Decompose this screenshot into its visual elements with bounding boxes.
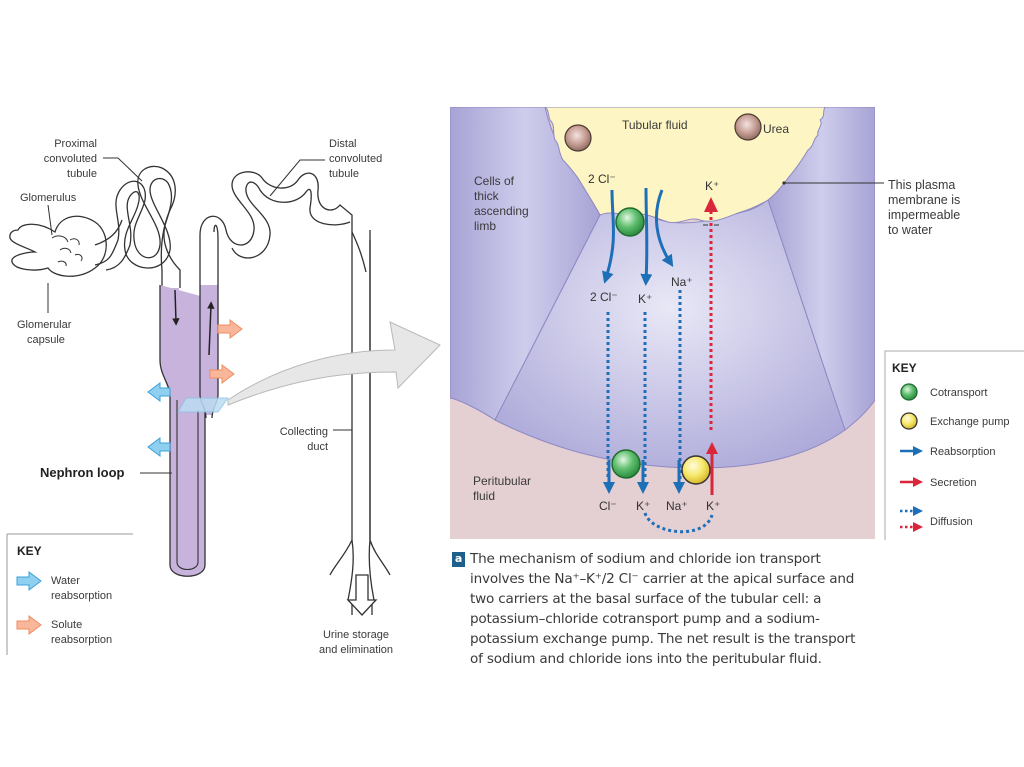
ion-cell-na: Na⁺ [671,275,693,289]
right-key-diffusion: Diffusion [930,516,973,528]
membrane-note: This plasma membrane is impermeable to w… [782,178,960,237]
urea-particle [564,124,592,152]
apical-transport [602,187,674,286]
water-key-icon [16,571,42,591]
label-peritubular-2: fluid [473,489,495,503]
label-collecting-2: duct [307,441,328,453]
caption-badge: a [452,552,465,567]
transport-panel: 2 Cl⁻ K⁺ 2 Cl⁻ K⁺ Na⁺ Cl⁻ K⁺ Na⁺ K⁺ Tubu… [450,107,875,539]
solute-reabsorption-arrows [209,319,243,384]
label-collecting-1: Collecting [280,426,328,438]
cotransport-key-icon [900,383,918,401]
membrane-note-2: membrane is [888,193,960,207]
caption-line-4: potassium–chloride cotransport pump and … [470,611,820,627]
left-key-water-2: reabsorption [51,590,112,602]
caption-line-6: of sodium and chloride ions into the per… [470,651,822,667]
label-distal-1: Distal [329,138,357,150]
caption-line-5: potassium exchange pump. The net result … [470,631,856,647]
label-proximal-1: Proximal [54,138,97,150]
collecting-duct-shape [329,231,391,601]
distal-tubule-shape [199,171,353,540]
k-recycle-diffusion [643,512,714,534]
solute-key-icon [16,615,42,635]
water-arrow-icon [147,437,171,457]
cell-diffusion-lines [606,290,682,480]
solute-arrow-icon [217,319,243,339]
water-reabsorption-arrows [147,382,171,457]
leader-lines [47,157,352,474]
right-key-title: KEY [892,361,917,375]
caption-line-2: involves the Na⁺–K⁺/2 Cl⁻ carrier at the… [470,571,855,587]
left-key-water-1: Water [51,575,80,587]
exchange-pump-key-icon [900,412,918,430]
zoom-callout-arrow [227,321,441,406]
label-nephron-loop: Nephron loop [40,465,125,480]
membrane-note-3: impermeable [888,208,960,222]
left-labels: Proximal convoluted tubule Distal convol… [17,138,393,656]
label-peritubular-1: Peritubular [473,474,531,488]
basal-cotransporter [611,449,641,479]
caption-line-3: two carriers at the basal surface of the… [470,591,822,607]
ion-apical-cl: 2 Cl⁻ [588,172,616,186]
label-urine-2: and elimination [319,644,393,656]
basal-reabsorption-arrows [603,460,685,494]
label-tubular-fluid: Tubular fluid [622,118,688,132]
membrane-note-4: to water [888,223,932,237]
label-distal-2: convoluted [329,153,382,165]
membrane-note-1: This plasma [888,178,955,192]
right-key-reabsorption: Reabsorption [930,446,995,458]
urea-particle [734,113,762,141]
ion-cell-k: K⁺ [638,292,652,306]
label-distal-3: tubule [329,168,359,180]
ion-basal-k2: K⁺ [706,499,720,513]
urine-arrow-icon [346,574,378,616]
nephron-diagram [9,165,391,616]
figure-caption: a The mechanism of sodium and chloride io… [452,549,882,669]
label-urine-1: Urine storage [323,629,389,641]
right-key-cotransport: Cotransport [930,387,987,399]
label-capsule-2: capsule [27,334,65,346]
water-arrow-icon [147,382,171,402]
label-cells-3: ascending [474,204,529,218]
label-glomerulus: Glomerulus [20,192,77,204]
glomerular-capsule-shape [9,215,123,277]
caption-line-1: a The mechanism of sodium and chloride io… [452,549,882,569]
proximal-tubule-shape [94,165,176,288]
label-cells-1: Cells of [474,174,515,188]
left-key: KEY Water reabsorption Solute reabsorpti… [6,533,133,655]
label-cells-2: thick [474,189,500,203]
left-key-solute-2: reabsorption [51,634,112,646]
right-key: KEY Cotransport Exchange pump Reabsorpti… [884,350,1024,540]
label-capsule-1: Glomerular [17,319,72,331]
left-key-solute-1: Solute [51,619,82,631]
left-key-title: KEY [17,544,42,558]
ion-basal-k: K⁺ [636,499,650,513]
solute-arrow-icon [209,364,235,384]
ion-cell-cl: 2 Cl⁻ [590,290,618,304]
right-key-secretion: Secretion [930,477,976,489]
ion-apical-k: K⁺ [705,179,719,193]
label-proximal-2: convoluted [44,153,97,165]
caption-text-1: The mechanism of sodium and chloride ion… [470,551,821,567]
basal-exchange-pump [681,455,711,485]
label-proximal-3: tubule [67,168,97,180]
right-key-exchange: Exchange pump [930,416,1010,428]
ion-basal-cl: Cl⁻ [599,499,617,513]
label-cells-4: limb [474,219,496,233]
apical-cotransporter [615,207,645,237]
label-urea: Urea [763,122,789,136]
ion-basal-na: Na⁺ [666,499,688,513]
